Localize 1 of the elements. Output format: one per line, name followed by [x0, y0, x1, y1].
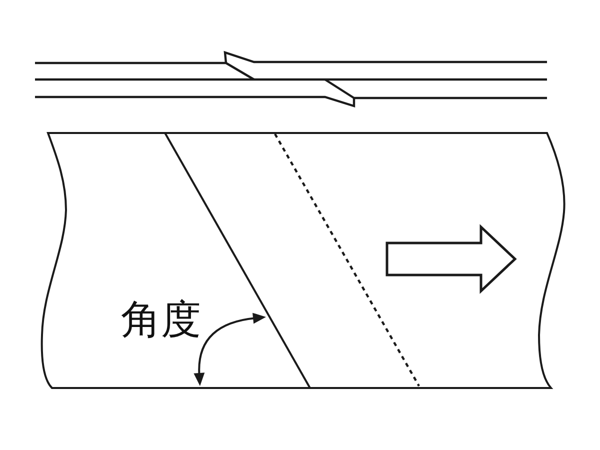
angle-label: 角度: [121, 300, 201, 340]
